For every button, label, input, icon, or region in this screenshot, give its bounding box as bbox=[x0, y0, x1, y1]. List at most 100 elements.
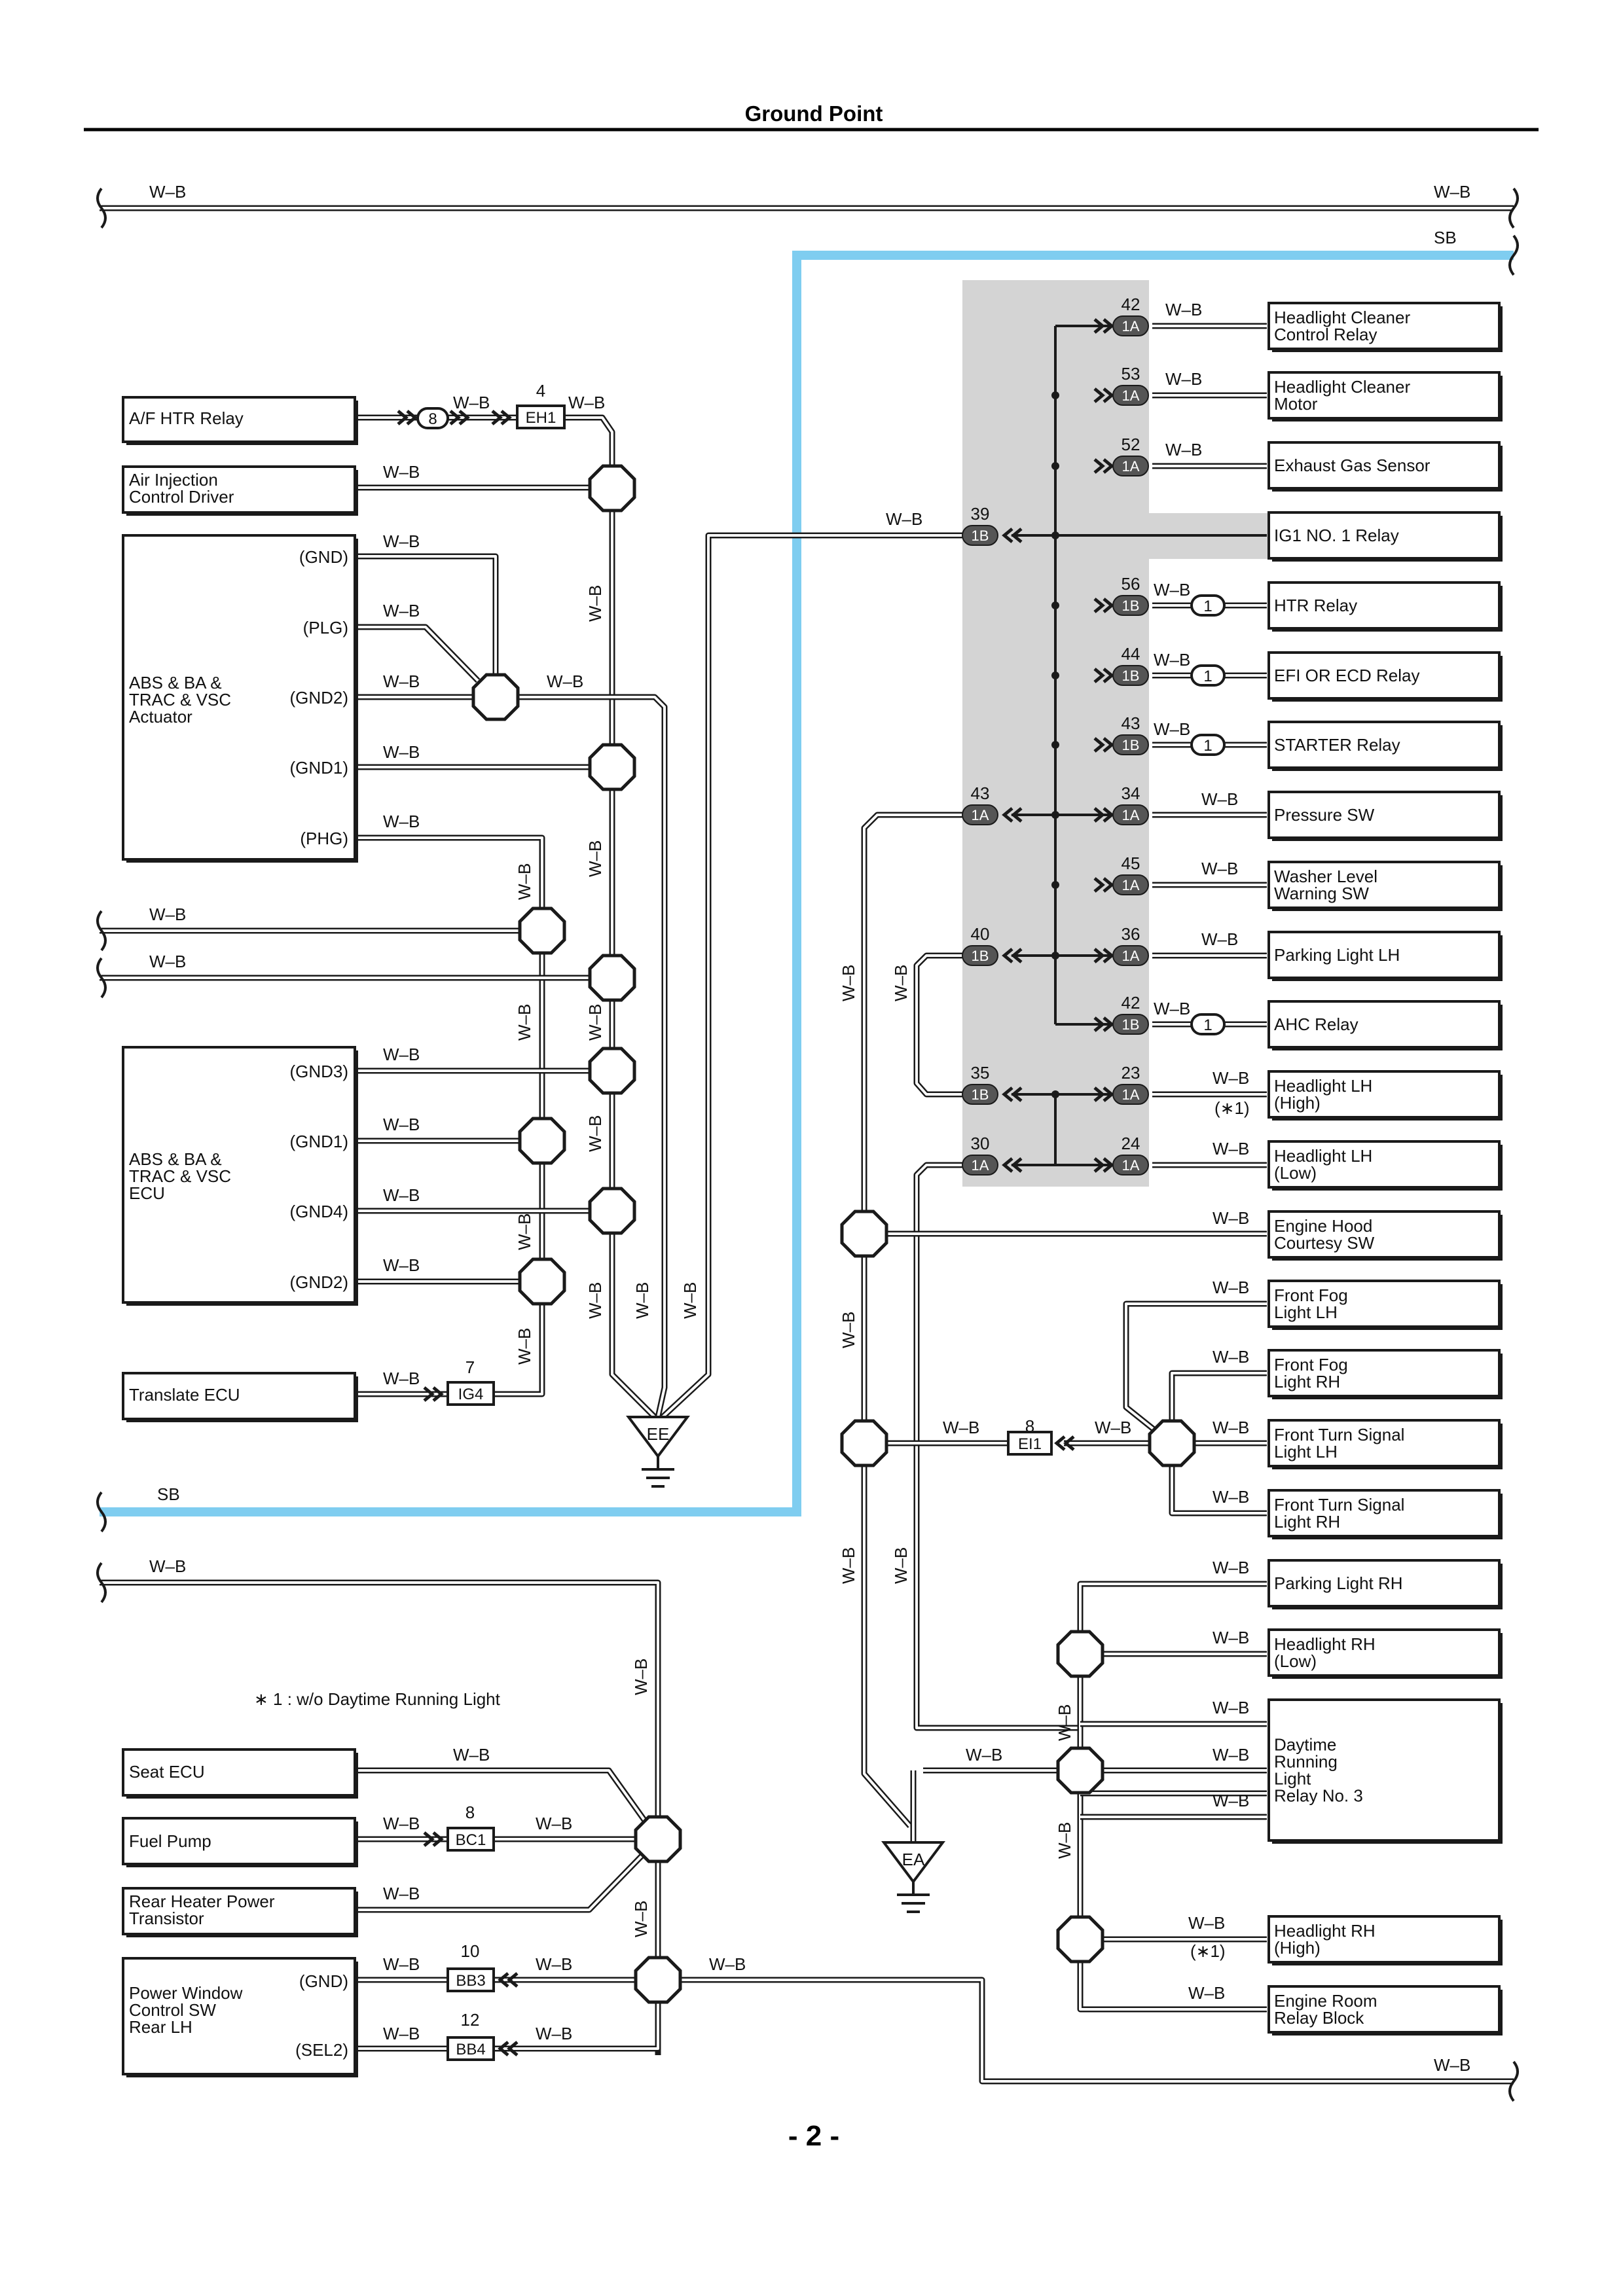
svg-text:W–B: W–B bbox=[1201, 929, 1238, 949]
svg-text:EE: EE bbox=[647, 1424, 670, 1444]
svg-text:W–B: W–B bbox=[891, 965, 911, 1001]
junction-code: 1B bbox=[1122, 737, 1140, 753]
junction-pin: 45 bbox=[1122, 853, 1140, 873]
component-abs-actuator: ABS & BA & TRAC & VSC Actuator (GND) (PL… bbox=[122, 534, 358, 863]
junction-pin: 24 bbox=[1122, 1134, 1140, 1153]
svg-text:W–B: W–B bbox=[383, 1115, 420, 1134]
component-label: (High) bbox=[1274, 1938, 1321, 1958]
svg-text:W–B: W–B bbox=[536, 2024, 572, 2043]
junction-pin: 35 bbox=[971, 1063, 990, 1083]
svg-text:W–B: W–B bbox=[515, 1213, 534, 1250]
svg-text:W–B: W–B bbox=[1213, 1418, 1249, 1437]
svg-text:W–B: W–B bbox=[1154, 719, 1190, 739]
junction-code: 1A bbox=[1122, 318, 1140, 334]
component-label: Headlight Cleaner bbox=[1274, 308, 1410, 327]
svg-text:(GND): (GND) bbox=[299, 547, 348, 567]
connector-8-af: 8 bbox=[397, 407, 470, 429]
junction-code: 1B bbox=[1122, 598, 1140, 614]
component-label: Light bbox=[1274, 1769, 1311, 1789]
component-air-injection: Air Injection Control Driver bbox=[122, 465, 358, 516]
svg-text:W–B: W–B bbox=[632, 1282, 652, 1319]
junction-pin: 23 bbox=[1122, 1063, 1140, 1083]
junction-pin: 30 bbox=[971, 1134, 990, 1153]
svg-text:12: 12 bbox=[461, 2010, 480, 2030]
junction-code: 1A bbox=[1122, 807, 1140, 823]
svg-text:(∗1): (∗1) bbox=[1214, 1098, 1250, 1118]
component-box: EFI OR ECD Relay bbox=[1267, 651, 1503, 702]
svg-text:10: 10 bbox=[461, 1941, 480, 1961]
svg-text:(SEL2): (SEL2) bbox=[295, 2040, 348, 2060]
component-label: Light RH bbox=[1274, 1372, 1340, 1391]
connector-ei1: 8 EI1 bbox=[1007, 1416, 1075, 1456]
component-label: Engine Hood bbox=[1274, 1216, 1372, 1236]
svg-text:Rear Heater Power: Rear Heater Power bbox=[129, 1892, 275, 1911]
junction-code: 1A bbox=[972, 807, 989, 823]
component-abs-ecu: ABS & BA & TRAC & VSC ECU (GND3) (GND1) … bbox=[122, 1046, 358, 1306]
svg-text:W–B: W–B bbox=[536, 1954, 572, 1974]
junction-code: 1A bbox=[1122, 948, 1140, 964]
wire-label: W–B bbox=[1434, 182, 1470, 202]
svg-text:EH1: EH1 bbox=[526, 409, 556, 427]
svg-text:W–B: W–B bbox=[1213, 1745, 1249, 1765]
svg-text:W–B: W–B bbox=[839, 1312, 858, 1348]
junction-code: 1B bbox=[1122, 1016, 1140, 1033]
svg-text:W–B: W–B bbox=[383, 1954, 420, 1974]
component-label: (High) bbox=[1274, 1093, 1321, 1113]
svg-text:A/F HTR Relay: A/F HTR Relay bbox=[129, 408, 244, 428]
junction-dots bbox=[1051, 391, 1059, 1098]
connector-ig4: 7 IG4 bbox=[423, 1357, 495, 1406]
component-seat-ecu: Seat ECU bbox=[122, 1748, 358, 1799]
svg-text:Control Driver: Control Driver bbox=[129, 487, 234, 507]
svg-text:7: 7 bbox=[465, 1357, 475, 1377]
svg-text:W–B: W–B bbox=[383, 462, 420, 482]
component-label: Headlight LH bbox=[1274, 1076, 1372, 1096]
wire-break-left-2 bbox=[96, 957, 107, 999]
svg-text:W–B: W–B bbox=[1213, 1347, 1249, 1367]
left-wire-labels: W–B W–B W–B W–B W–B W–B W–B W–B W–B W–B … bbox=[149, 393, 1470, 2075]
svg-text:W–B: W–B bbox=[1213, 1208, 1249, 1228]
wire-label: W–B bbox=[149, 182, 186, 202]
svg-text:W–B: W–B bbox=[1213, 1791, 1249, 1810]
svg-text:W–B: W–B bbox=[1165, 440, 1202, 459]
junction-connectors-right: 1A421A531A521B561B441B431A341A451A361B42… bbox=[1093, 295, 1149, 1175]
component-power-window: Power Window Control SW Rear LH (GND) (S… bbox=[122, 1957, 358, 2077]
svg-text:W–B: W–B bbox=[383, 1884, 420, 1903]
svg-text:(PLG): (PLG) bbox=[303, 618, 348, 637]
component-label: Daytime bbox=[1274, 1735, 1336, 1755]
component-label: Light LH bbox=[1274, 1302, 1338, 1322]
svg-text:W–B: W–B bbox=[585, 1004, 605, 1041]
svg-text:ABS & BA &: ABS & BA & bbox=[129, 1149, 222, 1169]
component-label: (Low) bbox=[1274, 1163, 1317, 1183]
svg-text:W–B: W–B bbox=[383, 601, 420, 620]
component-box: Headlight RH(High) bbox=[1267, 1915, 1503, 1965]
svg-text:W–B: W–B bbox=[1213, 1278, 1249, 1297]
component-label: IG1 NO. 1 Relay bbox=[1274, 526, 1399, 545]
wire-break-left-3 bbox=[96, 1562, 107, 1604]
svg-text:BC1: BC1 bbox=[456, 1831, 486, 1849]
component-label: Relay No. 3 bbox=[1274, 1786, 1363, 1806]
svg-text:1: 1 bbox=[1203, 598, 1212, 615]
svg-text:W–B: W–B bbox=[585, 1115, 605, 1152]
page-number: - 2 - bbox=[788, 2120, 839, 2152]
connector-bb4: 12 BB4 bbox=[447, 2010, 519, 2061]
svg-text:W–B: W–B bbox=[1055, 1704, 1074, 1741]
svg-text:W–B: W–B bbox=[515, 1328, 534, 1365]
svg-text:W–B: W–B bbox=[383, 1185, 420, 1205]
component-box: AHC Relay bbox=[1267, 1000, 1503, 1050]
component-translate-ecu: Translate ECU bbox=[122, 1372, 358, 1422]
component-label: Front Fog bbox=[1274, 1285, 1348, 1305]
svg-text:∗ 1 : w/o Daytime Running Ligh: ∗ 1 : w/o Daytime Running Light bbox=[254, 1689, 501, 1709]
svg-text:W–B: W–B bbox=[453, 393, 490, 412]
component-label: Light LH bbox=[1274, 1442, 1338, 1462]
svg-text:BB4: BB4 bbox=[456, 2041, 485, 2058]
component-box: IG1 NO. 1 Relay bbox=[1267, 511, 1503, 562]
